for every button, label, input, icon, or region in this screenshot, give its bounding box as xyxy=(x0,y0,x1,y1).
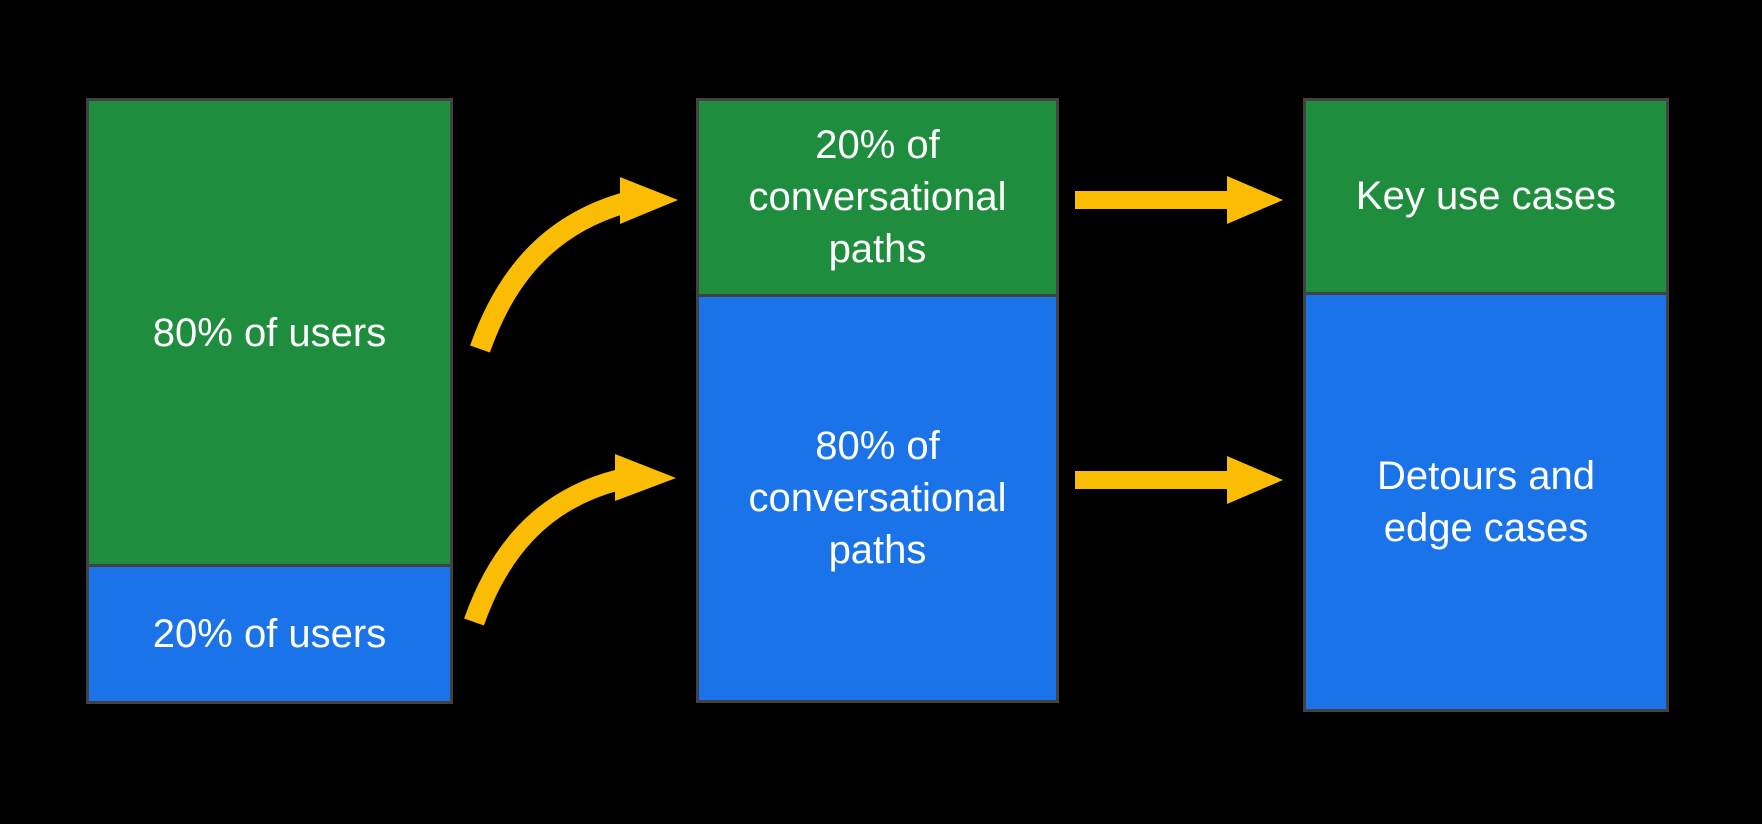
bar-conversational-paths: 20% of conversational paths 80% of conve… xyxy=(696,98,1059,703)
bar-use-cases: Key use cases Detours and edge cases xyxy=(1303,98,1669,712)
curved-arrow-top-icon xyxy=(470,177,678,353)
segment-users-minority: 20% of users xyxy=(89,564,450,701)
segment-users-majority: 80% of users xyxy=(89,101,450,565)
segment-users-majority-label: 80% of users xyxy=(152,310,387,355)
segment-detours-edge-cases-label: Detours and edge cases xyxy=(1377,453,1595,550)
curved-arrow-bottom-icon xyxy=(464,454,676,626)
segment-paths-detours-label: 80% of conversational paths xyxy=(748,424,1007,573)
straight-arrow-bottom-icon xyxy=(1075,456,1283,504)
segment-paths-detours: 80% of conversational paths xyxy=(699,293,1056,700)
segment-key-use-cases-label: Key use cases xyxy=(1355,174,1617,219)
segment-detours-edge-cases: Detours and edge cases xyxy=(1306,291,1666,709)
segment-users-minority-label: 20% of users xyxy=(152,612,387,657)
segment-key-use-cases: Key use cases xyxy=(1306,101,1666,292)
segment-paths-key: 20% of conversational paths xyxy=(699,101,1056,294)
bar-users: 80% of users 20% of users xyxy=(86,98,453,704)
straight-arrow-top-icon xyxy=(1075,176,1283,224)
segment-paths-key-label: 20% of conversational paths xyxy=(748,123,1007,272)
